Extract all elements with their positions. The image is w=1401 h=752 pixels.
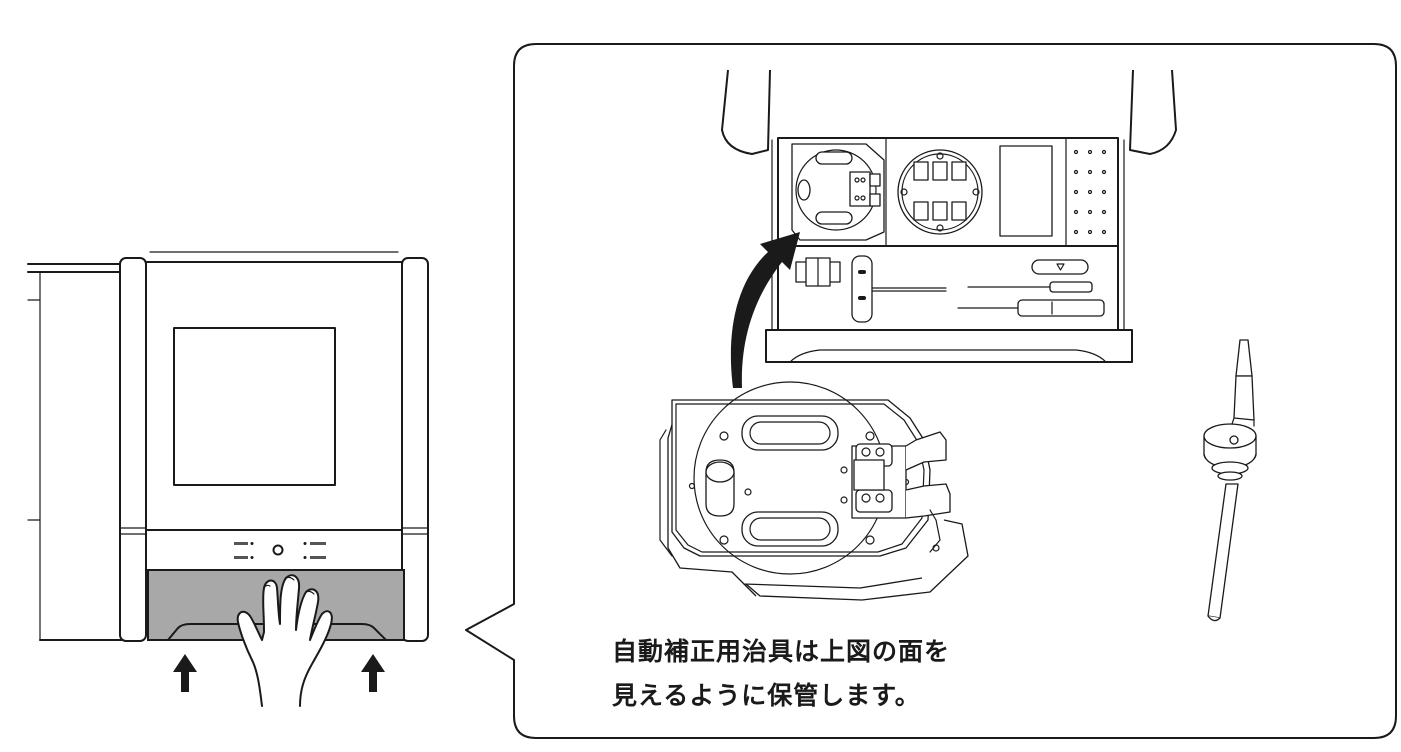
calibration-jig	[659, 381, 969, 601]
calibration-pin	[1203, 339, 1257, 622]
drawer-top-view	[721, 69, 1177, 363]
right-cover	[1129, 69, 1177, 155]
caption-line-2: 見えるように保管します。	[612, 681, 921, 710]
hand-finger-lines	[263, 576, 315, 595]
storage-caption: 自動補正用治具は上図の面を 見えるように保管します。	[612, 630, 1172, 718]
screwdriver	[1017, 299, 1105, 317]
caption-line-1: 自動補正用治具は上図の面を	[612, 637, 951, 666]
push-up-arrow-right	[361, 654, 385, 692]
milling-machine	[27, 251, 429, 707]
left-pillar	[119, 257, 147, 642]
wrench-handle	[851, 255, 873, 323]
card-slot	[999, 145, 1053, 237]
right-pillar	[401, 257, 429, 642]
hand-icon	[236, 574, 333, 707]
jig-clamp	[851, 431, 951, 519]
workpiece-holder	[897, 149, 983, 235]
curved-arrow	[730, 232, 800, 388]
stored-tools	[795, 255, 1105, 323]
drawer-lip	[765, 329, 1133, 363]
machine-side-housing	[27, 251, 399, 641]
panel-indicators	[234, 542, 326, 559]
clip-tool	[1031, 259, 1089, 275]
panel-button[interactable]	[272, 544, 284, 556]
push-up-arrow-left	[173, 654, 197, 692]
jig-slot	[791, 143, 885, 241]
left-cover	[721, 69, 771, 155]
pin-grid	[1073, 149, 1107, 235]
front-window	[173, 327, 336, 486]
